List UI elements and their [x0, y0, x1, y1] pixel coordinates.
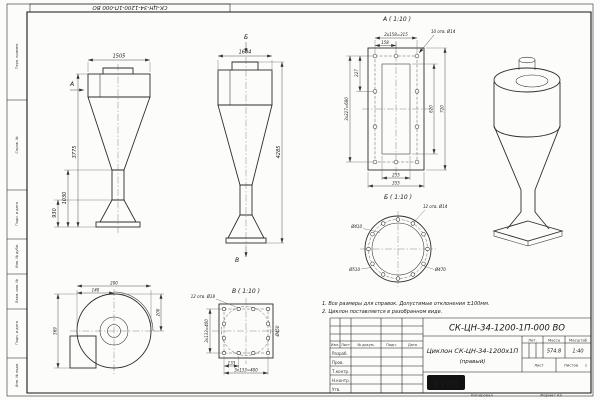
- product-name: Циклон СК-ЦН-34-1200х1П: [427, 347, 519, 355]
- dia-label: Ø510: [348, 267, 360, 272]
- col-header: Дата: [408, 343, 417, 347]
- holes-note: 12 отв. Ø18: [191, 294, 216, 299]
- copy-label: Копировал: [471, 393, 493, 398]
- role-row: Т.контр.: [331, 369, 349, 374]
- role-row: Утв.: [332, 387, 340, 392]
- dim-text: 620: [429, 105, 434, 113]
- col-header: № докум.: [357, 343, 374, 347]
- format-label: Формат А3: [540, 393, 562, 398]
- holes-note: 12 отв. Ø14: [423, 204, 448, 209]
- col-header: Изм.: [331, 343, 339, 347]
- dim-text: 140: [92, 288, 100, 293]
- section-label-a: А: [69, 81, 74, 88]
- dim-text: 2x158=315: [384, 32, 408, 37]
- scale-label: Масштаб: [569, 337, 588, 342]
- col-header: Лист: [341, 343, 350, 347]
- isometric-view: [492, 56, 564, 247]
- view-title: Б ( 1:10 ): [384, 194, 412, 201]
- title-block: СК-ЦН-34-1200-1П-000 ВО Циклон СК-ЦН-34-…: [329, 317, 591, 398]
- stamp-label: Справ. №: [15, 136, 19, 153]
- scroll-view: 200 140 569 200: [53, 280, 164, 374]
- doc-number: СК-ЦН-34-1200-1П-000 ВО: [449, 324, 565, 334]
- dim-text: 158: [381, 40, 389, 45]
- dim-text: 3x227=680: [344, 97, 349, 121]
- note-line: 2. Циклон поставляется в разобранном вид…: [322, 309, 442, 315]
- role-row: Пров.: [332, 360, 344, 365]
- technical-notes: 1. Все размеры для справок. Допустимые о…: [322, 301, 489, 315]
- dim-text: 227: [354, 69, 359, 77]
- stamp-label: Инв. № подл.: [15, 363, 19, 387]
- view-title: В ( 1:10 ): [232, 288, 260, 295]
- lit-label: Лит.: [528, 337, 537, 342]
- front-view: А 1505 3775 1030 930: [52, 54, 151, 233]
- note-line: 1. Все размеры для справок. Допустимые о…: [322, 301, 489, 307]
- detail-a-view: А ( 1:10 ) 2x158=315 158 10 отв. Ø14 227…: [344, 16, 456, 188]
- stamp-label: Инв. № дубл.: [15, 244, 19, 268]
- stamp-label: Перв. примен.: [15, 43, 19, 69]
- detail-v-view: В ( 1:10 ) 12 отв. Ø18 Ø450 3x133=400 13…: [191, 288, 280, 375]
- dim-text: 255: [392, 173, 400, 178]
- dim-text: 569: [53, 327, 58, 335]
- dim-text: 720: [440, 105, 445, 113]
- holes-note: 10 отв. Ø14: [431, 29, 456, 34]
- view-arrow-label-b: Б: [244, 34, 248, 41]
- sheets-value: 1: [585, 362, 588, 367]
- sheets-label: Листов: [564, 362, 579, 367]
- dim-text: 1604: [239, 50, 252, 56]
- dim-text: 133: [228, 361, 236, 366]
- dia-label: Ø450: [275, 325, 280, 337]
- dim-text: 1505: [113, 54, 126, 60]
- detail-b-view: Б ( 1:10 ) 12 отв. Ø14 Ø410 Ø510 Ø470: [348, 194, 448, 287]
- role-row: Н.контр.: [332, 378, 350, 383]
- dim-text: 3x133=400: [204, 319, 209, 343]
- dia-label: Ø470: [434, 267, 446, 272]
- stamp-label: Взам. инв. №: [15, 279, 19, 303]
- dim-text: 200: [156, 308, 161, 316]
- sheet-frame: Перв. примен. Справ. № Подп. и дата Инв.…: [6, 3, 594, 397]
- dim-text: 1030: [62, 192, 68, 205]
- dim-text: 930: [52, 208, 58, 218]
- kvzr-logo-text: KVZR: [434, 380, 458, 389]
- stamp-label: Подп. и дата: [15, 202, 19, 226]
- top-stamp-number: СК-ЦН-34-1200-1П-000 ВО: [92, 4, 168, 10]
- col-header: Подп.: [386, 343, 397, 347]
- dim-text: 200: [110, 280, 118, 285]
- stamp-label: Подп. и дата: [15, 321, 19, 345]
- mass-value: 574.8: [547, 349, 561, 355]
- side-view: Б В 1604 4285: [217, 34, 284, 264]
- dia-label: Ø410: [350, 224, 362, 229]
- sheet-label: Лист: [534, 362, 544, 367]
- kvzr-logo: [427, 375, 465, 390]
- mass-label: Масса: [548, 337, 560, 342]
- dim-text: 355: [392, 181, 400, 186]
- role-row: Разраб.: [332, 351, 348, 356]
- view-title: А ( 1:10 ): [382, 16, 411, 23]
- scale-value: 1:40: [572, 349, 583, 355]
- product-variant: (правый): [460, 359, 486, 365]
- dim-text: 3775: [72, 146, 78, 159]
- dim-text: 4285: [276, 146, 282, 159]
- dim-text: 3x133=400: [234, 368, 258, 373]
- view-arrow-label-v: В: [235, 257, 239, 264]
